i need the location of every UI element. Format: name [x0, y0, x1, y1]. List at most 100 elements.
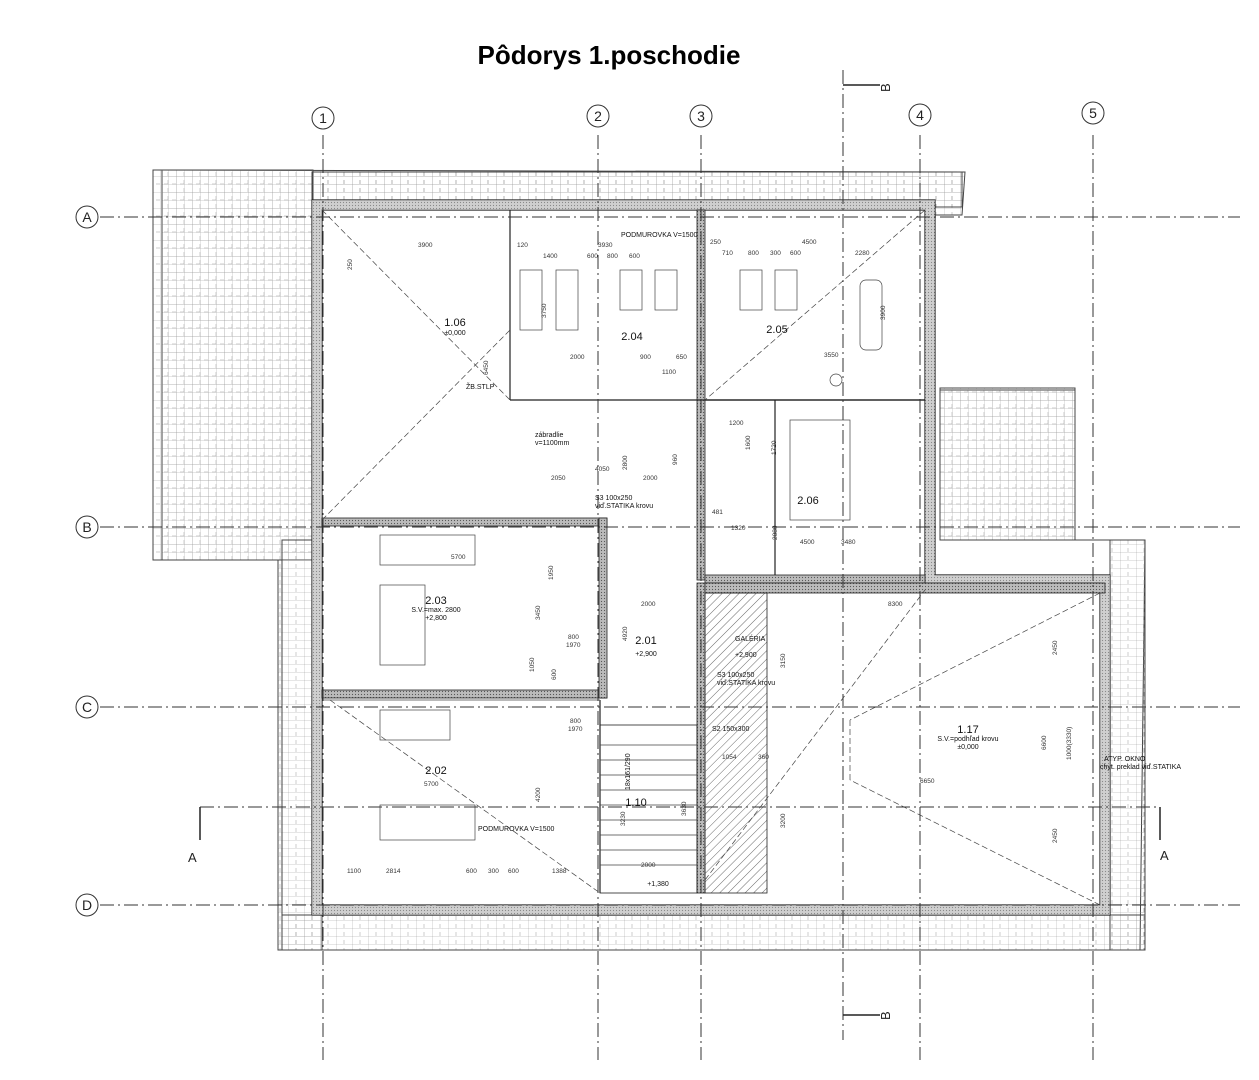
dim-3900: 3900 [418, 242, 433, 249]
podmurovka-top: PODMUROVKA V=1500 [621, 232, 698, 239]
dim-3900b: 3900 [880, 305, 887, 320]
dim-1054: 1054 [722, 754, 737, 761]
dim-4050: 4050 [595, 466, 610, 473]
dim-3930: 3930 [598, 242, 613, 249]
room-2-06-number: 2.06 [797, 495, 818, 507]
axis-label-a: A [82, 209, 92, 225]
axis-label-5: 5 [1089, 105, 1097, 121]
dim-2000b: 2000 [643, 475, 658, 482]
dim-300b: 300 [488, 868, 499, 875]
room-1-10-level: +1,380 [647, 881, 669, 888]
dim-6650: 6650 [920, 778, 935, 785]
dim-3230: 3230 [620, 811, 627, 826]
dim-120: 120 [517, 242, 528, 249]
atyp-window-note: chyt. preklad viď.STATIKA [1100, 764, 1181, 771]
dim-1600: 1600 [745, 435, 752, 450]
dim-6450: 6450 [483, 360, 490, 375]
dim-4200: 4200 [535, 787, 542, 802]
axis-label-b: B [82, 519, 91, 535]
dim-3480: 3480 [841, 539, 856, 546]
page-title: Pôdorys 1.poschodie [477, 40, 741, 70]
room-2-03-number: 2.03 [425, 595, 446, 607]
dim-5700a: 5700 [451, 554, 466, 561]
section-b-bottom: B [878, 1011, 893, 1020]
room-2-03-note: S.V.=max. 2800 [411, 607, 460, 614]
room-2-02-number: 2.02 [425, 765, 446, 777]
podmurovka-bottom: PODMUROVKA V=1500 [478, 826, 555, 833]
room-labels: 1.06 ±0,000 2.04 2.05 2.06 2.03 S.V.=max… [411, 317, 998, 888]
zabradlie-label: zábradlie [535, 432, 564, 439]
dim-360: 360 [758, 754, 769, 761]
room-1-17-number: 1.17 [957, 724, 978, 736]
dim-8300: 8300 [888, 601, 903, 608]
dim-600f: 600 [508, 868, 519, 875]
section-lines [199, 70, 1161, 1040]
dim-2000d: 2000 [641, 862, 656, 869]
column-axis-markers: 1 2 3 4 5 [311, 101, 1105, 130]
dimension-labels: 3900 120 3930 1400 600 800 600 250 4500 … [347, 239, 1073, 875]
dim-710: 710 [722, 250, 733, 257]
axis-label-c: C [82, 699, 92, 715]
room-2-04-number: 2.04 [621, 331, 642, 343]
dim-300a: 300 [770, 250, 781, 257]
dim-1100: 1100 [662, 369, 676, 376]
dim-5700b: 5700 [424, 781, 439, 788]
dim-900a: 900 [640, 354, 651, 361]
dim-2280: 2280 [855, 250, 870, 257]
dim-1720: 1720 [771, 440, 778, 455]
zb-stlp-label: ŽB.STLP [466, 382, 495, 391]
dim-1970b: 1970 [568, 726, 583, 733]
s3b-beam-label: S3 100x250 [717, 672, 754, 679]
section-b-top: B [878, 83, 893, 92]
room-2-01-number: 2.01 [635, 635, 656, 647]
room-2-03-level: +2,800 [425, 615, 447, 622]
galeria-level: +2,900 [735, 652, 757, 659]
dim-3200: 3200 [780, 813, 787, 828]
room-2-05-number: 2.05 [766, 324, 787, 336]
dim-1050: 1050 [529, 657, 536, 672]
dim-650: 650 [676, 354, 687, 361]
dim-600b: 600 [629, 253, 640, 260]
dim-600d: 600 [551, 669, 558, 680]
row-axis-markers: A B C D [75, 205, 99, 917]
s3-beam-note: viď.STATIKA krovu [595, 503, 653, 510]
s3b-beam-note: viď.STATIKA krovu [717, 680, 775, 687]
dim-1320: 1320 [731, 525, 746, 532]
galeria-label: GALÉRIA [735, 634, 766, 643]
s2-beam-label: S2 150x300 [712, 726, 749, 733]
zabradlie-height: v=1100mm [535, 440, 569, 447]
dim-2800: 2800 [622, 455, 629, 470]
atyp-window-label: ATYP. OKNO [1104, 756, 1146, 763]
s3-beam-label: S3 100x250 [595, 495, 632, 502]
axis-label-1: 1 [319, 110, 327, 126]
dim-800c: 800 [568, 634, 579, 641]
dim-600e: 600 [466, 868, 477, 875]
room-1-10-number: 1.10 [625, 797, 646, 809]
gallery-hatch [704, 592, 768, 894]
room-1-06-level: ±0,000 [444, 330, 465, 337]
dim-1388: 1388 [552, 868, 567, 875]
annotations: GALÉRIA +2,900 PODMUROVKA V=1500 PODMURO… [466, 232, 1181, 833]
dim-800d: 800 [570, 718, 581, 725]
dim-960: 960 [672, 454, 679, 465]
dim-1100b: 1100 [347, 868, 361, 875]
dim-800a: 800 [607, 253, 618, 260]
room-1-06-number: 1.06 [444, 317, 465, 329]
axis-label-4: 4 [916, 107, 924, 123]
dim-800b: 800 [748, 250, 759, 257]
stairs-label: 18x161/290 [625, 753, 632, 790]
dim-1950: 1950 [548, 565, 555, 580]
dim-3150: 3150 [780, 653, 787, 668]
room-2-01-level: +2,900 [635, 651, 657, 658]
dim-481: 481 [712, 509, 723, 516]
dim-3550: 3550 [824, 352, 839, 359]
dim-250b: 250 [347, 259, 354, 270]
dim-2050: 2050 [551, 475, 566, 482]
dim-3750: 3750 [541, 303, 548, 318]
room-1-17-level: ±0,000 [957, 744, 978, 751]
dim-2450b: 2450 [1052, 828, 1059, 843]
furniture [379, 269, 883, 841]
dim-600a: 600 [587, 253, 598, 260]
section-a-left: A [188, 850, 197, 865]
dim-2000c: 2000 [641, 601, 656, 608]
